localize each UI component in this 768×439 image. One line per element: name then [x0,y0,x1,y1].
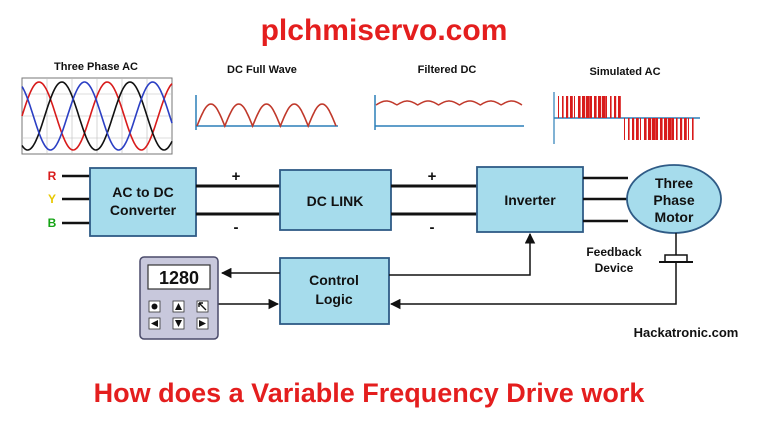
dc-link-block: DC LINK [279,169,392,231]
three-phase-motor: Three Phase Motor [626,164,722,234]
key-stop[interactable] [148,300,161,313]
inverter-block: Inverter [476,166,584,233]
wave-label-filtered-dc: Filtered DC [418,64,477,76]
dc-bus-1-minus: - [234,219,239,236]
footer-title: How does a Variable Frequency Drive work [94,378,646,408]
control-label-line2: Logic [315,291,353,307]
wave-label-simulated-ac: Simulated AC [589,66,660,78]
dc-bus-1-plus: + [232,168,241,185]
key-left[interactable] [148,317,161,330]
dc-full-wave-plot [195,95,338,130]
inverter-label: Inverter [504,192,556,208]
phase-y-wave [21,81,173,151]
dc-bus-2-plus: + [428,168,437,185]
motor-feed-lines [583,176,628,223]
wave-label-three-phase-ac: Three Phase AC [54,61,138,73]
phase-r-wave [21,81,173,151]
converter-label-line2: Converter [110,202,177,218]
simulated-ac-plot [553,92,700,144]
phase-inputs: R Y B [48,169,90,230]
dc-bus-2: + - [391,168,477,236]
phase-y-label: Y [48,192,56,206]
motor-label-line2: Phase [653,192,694,208]
phase-b-wave [21,81,173,151]
filtered-dc-wave [375,100,523,106]
converter-label-line1: AC to DC [112,184,173,200]
feedback-device: Feedback Device [586,233,693,275]
phase-b-label: B [48,216,57,230]
wave-label-dc-full-wave: DC Full Wave [227,64,297,76]
pwm-pulses [558,96,694,140]
feedback-label-line1: Feedback [586,245,642,259]
key-diagonal[interactable] [196,300,209,313]
feedback-label-line2: Device [595,261,634,275]
site-title: plchmiservo.com [261,14,508,47]
feedback-to-control-arrow [389,262,677,310]
phase-r-label: R [48,169,57,183]
key-up[interactable] [172,300,185,313]
filtered-dc-plot [374,95,524,130]
control-label-line1: Control [309,272,359,288]
key-down[interactable] [172,317,185,330]
keypad-buttons [148,300,209,330]
dc-full-wave [196,103,337,129]
dc-bus-1: + - [196,168,280,236]
control-to-inverter-arrow [389,232,536,276]
motor-label-line1: Three [655,175,693,191]
keypad-display: 1280 [159,268,199,288]
dc-link-label: DC LINK [307,193,364,209]
keypad: 1280 [139,256,219,340]
control-logic-block: Control Logic [279,257,390,325]
ac-dc-converter-block: AC to DC Converter [89,167,197,237]
watermark: Hackatronic.com [634,325,739,340]
key-right[interactable] [196,317,209,330]
three-phase-ac-plot [21,77,173,155]
dc-bus-2-minus: - [430,219,435,236]
motor-label-line3: Motor [655,209,694,225]
